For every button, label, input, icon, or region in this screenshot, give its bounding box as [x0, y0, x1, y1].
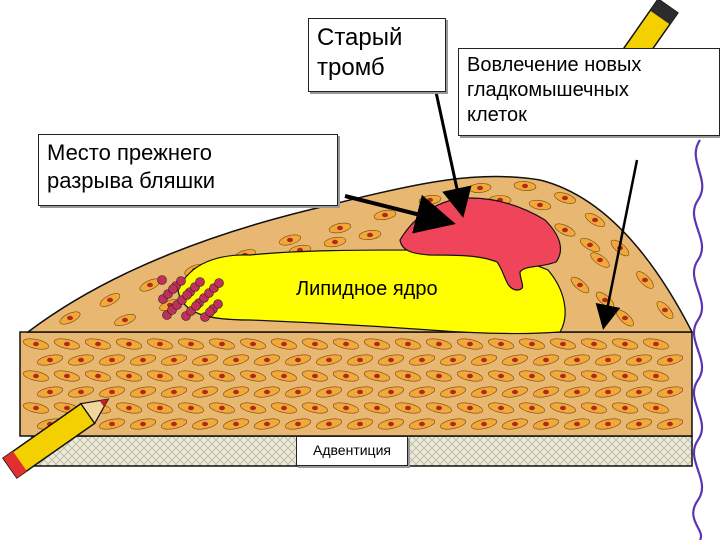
lipid-core-label: Липидное ядро — [296, 278, 438, 301]
smooth-muscle-cells-label: Вовлечение новых гладкомышечных клеток — [458, 48, 720, 136]
old-thrombus-label: Старый тромб — [308, 18, 446, 92]
adventitia-label: Адвентиция — [296, 436, 408, 466]
rupture-site-label: Место прежнего разрыва бляшки — [38, 134, 338, 206]
purple-squiggle-decoration — [693, 140, 702, 540]
